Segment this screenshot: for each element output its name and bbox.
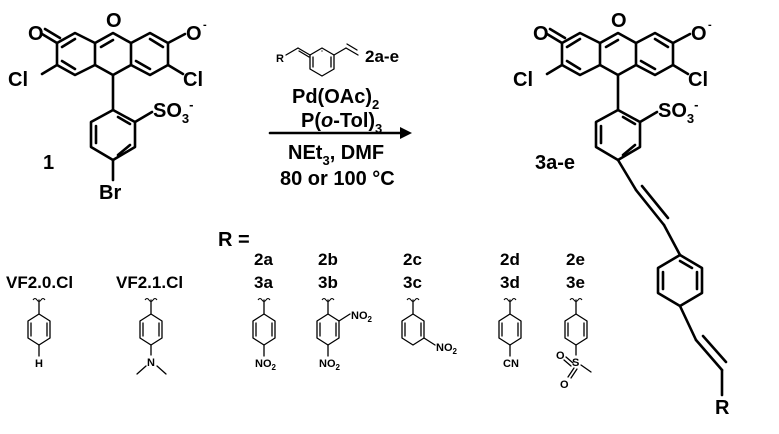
substituent-name: VF2.0.Cl [6, 273, 73, 292]
bridge-oxygen-label: O [106, 10, 122, 32]
sulfonyl-oxygen-1: O [556, 350, 565, 362]
r-equals-label: R = [218, 229, 250, 251]
sulfonate-label: SO3- [153, 97, 193, 126]
product-phenolate-oxygen: O [691, 23, 707, 45]
reactant-1-structure: O O O - Cl Cl SO3- Br 1 [8, 10, 207, 204]
phenolate-charge: - [203, 19, 207, 31]
reagent-number: 2c [403, 250, 422, 269]
reagent-number: 2e [566, 250, 585, 269]
product-number: 3b [318, 273, 338, 292]
catalyst-label: Pd(OAc)2 [292, 86, 379, 112]
product-phenolate-charge: - [708, 19, 712, 31]
reagent-label: 2a-e [365, 47, 399, 66]
ligand-label: P(o-Tol)3 [301, 110, 382, 136]
reactant-number: 1 [43, 152, 54, 174]
phenolate-oxygen-label: O [186, 23, 202, 45]
product-number: 3a [254, 273, 273, 292]
product-left-chlorine: Cl [513, 69, 533, 91]
substituent-2a: 2a 3a NO2 [252, 250, 277, 372]
reagent-r-label: R [276, 53, 284, 65]
group-label: H [35, 358, 43, 370]
carbonyl-oxygen-label: O [28, 23, 44, 45]
right-chlorine-label: Cl [183, 69, 203, 91]
substituent-vf21cl: VF2.1.Cl N [116, 273, 183, 375]
product-r-group: R [715, 397, 730, 419]
product-bridge-oxygen: O [611, 10, 627, 32]
left-chlorine-label: Cl [8, 69, 28, 91]
group-label: NO2 [255, 358, 277, 372]
product-number: 3e [566, 273, 585, 292]
temperature-label: 80 or 100 °C [280, 168, 395, 190]
cyano-label: CN [503, 358, 519, 370]
product-sulfonate: SO3- [658, 97, 698, 126]
group-label: N [147, 357, 155, 369]
substituent-vf20cl: VF2.0.Cl H [6, 273, 73, 370]
para-nitro-label: NO2 [319, 358, 341, 372]
reagent-number: 2a [254, 250, 273, 269]
reagent-number: 2d [500, 250, 520, 269]
reagent-2-structure: R 2a-e [276, 43, 399, 77]
sulfur-label: S [572, 357, 579, 369]
product-number: 3d [500, 273, 520, 292]
product-right-chlorine: Cl [688, 69, 708, 91]
product-3-structure: O O O - Cl Cl SO3- R 3a-e [513, 10, 730, 419]
substituent-2c: 2c 3c NO2 [401, 250, 458, 356]
product-carbonyl-oxygen: O [533, 23, 549, 45]
product-label: 3a-e [535, 152, 575, 174]
bromine-label: Br [99, 182, 121, 204]
product-number: 3c [403, 273, 422, 292]
ortho-nitro-label: NO2 [351, 310, 373, 324]
base-solvent-label: NEt3, DMF [288, 142, 384, 168]
substituent-2e: 2e 3e S O O [556, 250, 592, 391]
sulfonyl-oxygen-2: O [560, 379, 569, 391]
substituent-name: VF2.1.Cl [116, 273, 183, 292]
reagent-number: 2b [318, 250, 338, 269]
substituent-2d: 2d 3d CN [498, 250, 522, 370]
substituent-2b: 2b 3b NO2 NO2 [316, 250, 373, 372]
reaction-arrow [268, 127, 412, 139]
meta-nitro-label: NO2 [436, 342, 458, 356]
